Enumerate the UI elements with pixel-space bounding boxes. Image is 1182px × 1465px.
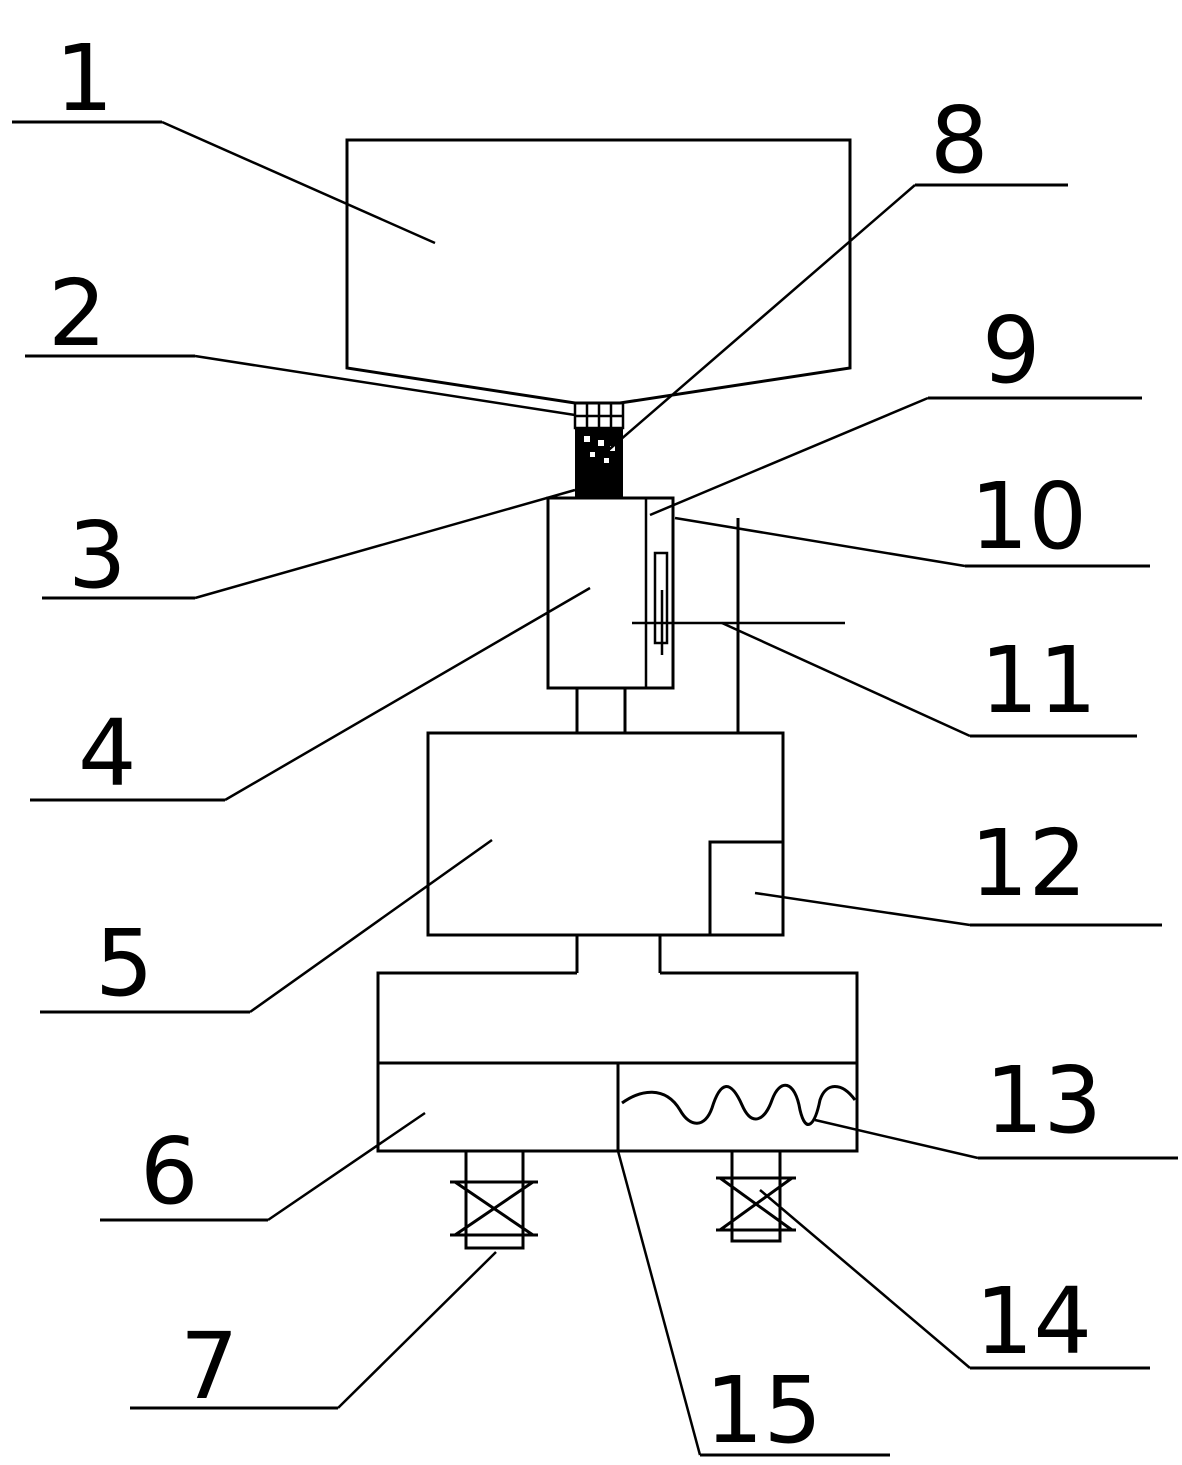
label-1: 1 — [55, 25, 114, 132]
label-15: 15 — [705, 1357, 822, 1464]
valve-14 — [716, 1149, 796, 1243]
label-11: 11 — [980, 627, 1097, 734]
spring-13 — [621, 1083, 857, 1126]
label-14: 14 — [975, 1268, 1092, 1375]
label-5: 5 — [95, 910, 154, 1017]
valve-7 — [450, 1149, 538, 1250]
main-box-5 — [426, 731, 785, 937]
label-10: 10 — [970, 463, 1087, 570]
label-6: 6 — [140, 1118, 199, 1225]
label-13: 13 — [985, 1047, 1102, 1154]
label-12: 12 — [970, 810, 1087, 917]
base-top-6 — [376, 971, 859, 1065]
base-bottom-right — [616, 1061, 859, 1153]
label-4: 4 — [78, 700, 137, 807]
label-2: 2 — [48, 260, 107, 367]
label-7: 7 — [180, 1313, 239, 1420]
hopper-1 — [345, 138, 852, 405]
small-box-12 — [708, 840, 785, 937]
feed-column-8 — [575, 428, 623, 498]
housing-4 — [546, 496, 675, 690]
label-8: 8 — [930, 87, 989, 194]
label-3: 3 — [68, 502, 127, 609]
mesh-filter-2 — [573, 401, 625, 430]
label-9: 9 — [982, 297, 1041, 404]
base-bottom-left — [376, 1061, 620, 1153]
